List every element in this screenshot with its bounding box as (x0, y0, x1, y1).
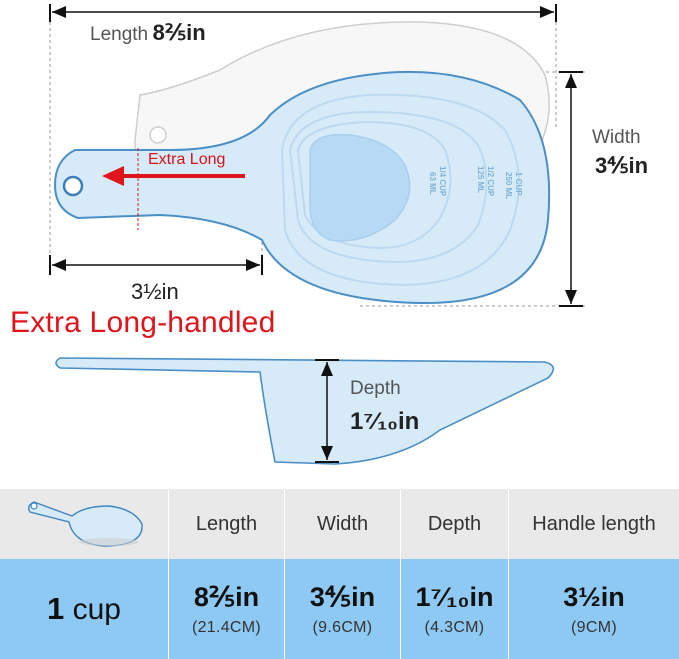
table-row (0, 559, 679, 659)
width-label: Width (592, 127, 641, 148)
depth-cell: 1⁷⁄₁₀in (4.3CM) (401, 559, 508, 659)
column-divider (400, 489, 401, 659)
scoop-side-view-diagram (55, 357, 555, 465)
size-cell: 1 cup (0, 559, 168, 659)
handle-length-cell-metric: (9CM) (571, 618, 617, 636)
spec-table: Length Width Depth Handle length 1 cup 8… (0, 489, 679, 659)
extra-long-label: Extra Long (148, 151, 226, 168)
width-cell-value: 3⅘in (309, 581, 376, 612)
handle-length-value: 3½in (131, 279, 179, 304)
handle-length-cell: 3½in (9CM) (509, 559, 679, 659)
depth-cell-metric: (4.3CM) (424, 618, 485, 636)
width-cell: 3⅘in (9.6CM) (285, 559, 400, 659)
marking-63ml: 63 ML (428, 172, 437, 195)
length-cell-metric: (21.4CM) (191, 618, 262, 636)
handle-length-cell-value: 3½in (563, 581, 625, 612)
header-length: Length (169, 489, 284, 559)
length-cell: 8⅖in (21.4CM) (169, 559, 284, 659)
depth-value: 1⁷⁄₁₀in (350, 408, 420, 435)
scoop-thumbnail-icon (27, 501, 143, 547)
column-divider (284, 489, 285, 659)
marking-1cup: 1 CUP (514, 172, 523, 196)
depth-label: Depth (350, 378, 401, 399)
marking-quarter-cup: 1/4 CUP (438, 166, 447, 197)
header-width: Width (285, 489, 400, 559)
length-label: Length (90, 24, 149, 45)
length-dimension-line (49, 4, 557, 22)
marking-250ml: 250 ML (504, 172, 513, 199)
scoop-top-view: 1 CUP 250 ML 1/2 CUP 125 ML 1/4 CUP 63 M… (53, 70, 551, 305)
scoop-side-view (55, 357, 555, 465)
header-handle-length: Handle length (509, 489, 679, 559)
size-number: 1 (47, 591, 65, 626)
width-cell-metric: (9.6CM) (312, 618, 373, 636)
handle-dimension-line (49, 255, 263, 275)
width-value: 3⅘in (595, 153, 649, 178)
depth-dimension-line (315, 359, 339, 463)
length-value: 8⅖in (152, 20, 206, 45)
headline: Extra Long-handled (10, 306, 276, 339)
length-cell-value: 8⅖in (193, 581, 260, 612)
header-thumbnail (0, 489, 168, 559)
column-divider (168, 489, 169, 659)
length-label-group: Length 8⅖in (90, 20, 206, 46)
header-depth: Depth (401, 489, 508, 559)
marking-half-cup: 1/2 CUP (486, 166, 495, 197)
width-dimension-line (559, 71, 583, 307)
scoop-top-view-diagram: 1 CUP 250 ML 1/2 CUP 125 ML 1/4 CUP 63 M… (49, 4, 586, 307)
size-unit: cup (72, 593, 121, 626)
marking-125ml: 125 ML (476, 166, 485, 193)
extra-long-arrow-icon (102, 166, 245, 186)
column-divider (508, 489, 509, 659)
depth-cell-value: 1⁷⁄₁₀in (415, 581, 494, 612)
